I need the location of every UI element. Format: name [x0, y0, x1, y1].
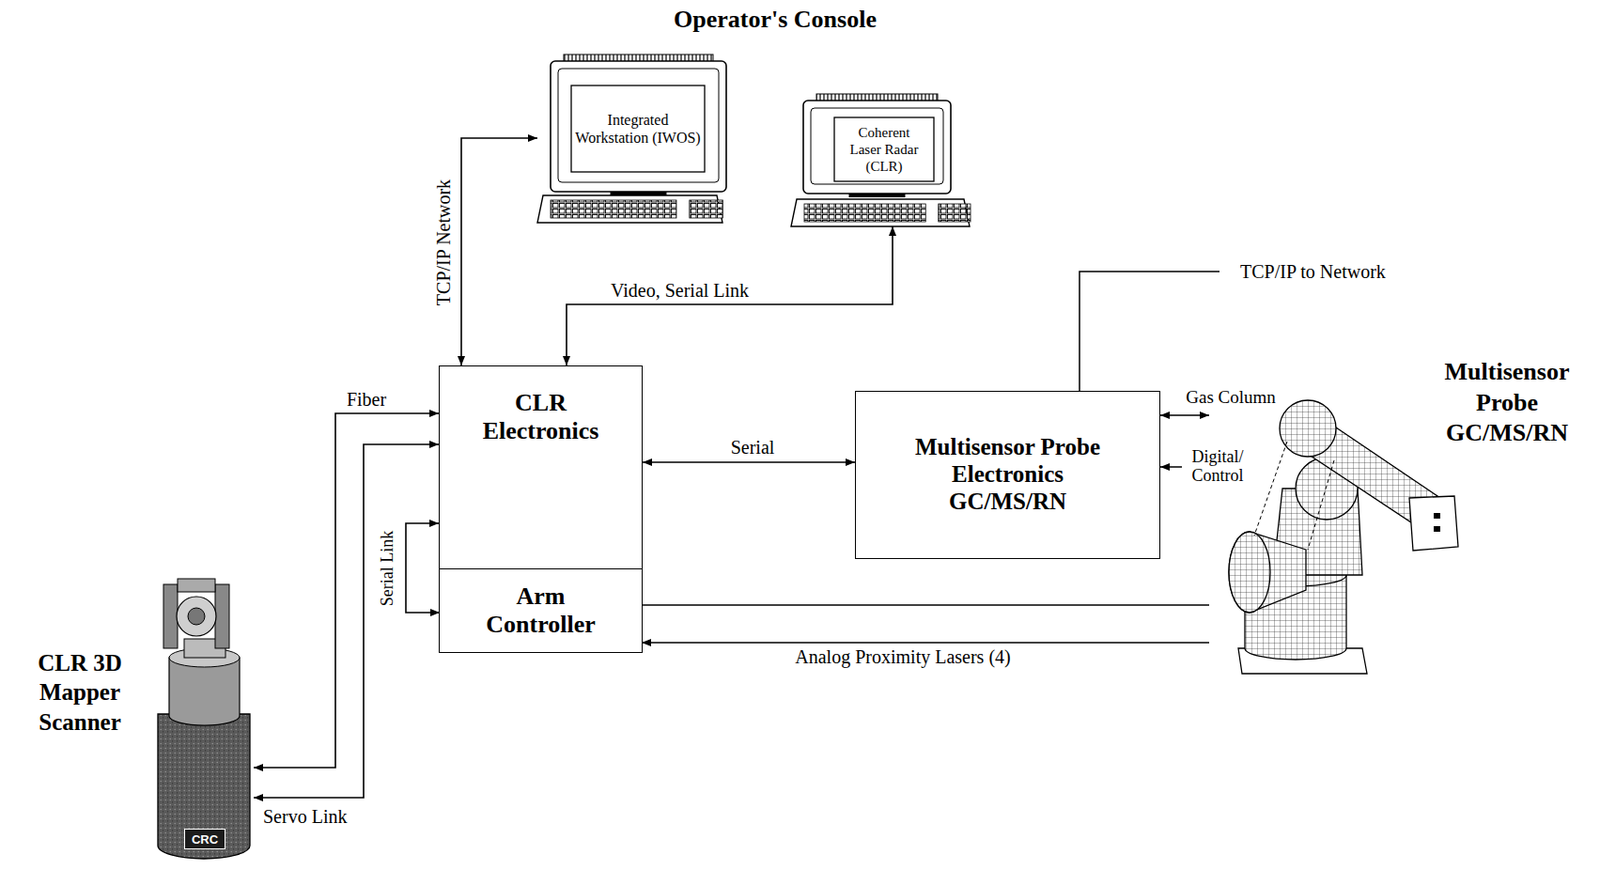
connector — [641, 641, 1210, 644]
network-line — [1079, 271, 1220, 391]
edge-label: Servo Link — [263, 806, 347, 827]
node-label: CLR 3D Mapper Scanner — [5, 648, 155, 737]
keyboard-keys — [804, 203, 926, 222]
monitor-bezel — [810, 108, 944, 185]
keypad — [938, 203, 971, 222]
node-label: Coherent Laser Radar (CLR) — [840, 117, 928, 182]
keyboard-keys — [550, 200, 677, 218]
cable-lines — [1254, 441, 1335, 550]
process-box: Multisensor Probe Electronics GC/MS/RN — [854, 390, 1161, 560]
connector — [405, 523, 440, 613]
process-box: CLR ElectronicsArm Controller — [438, 365, 643, 653]
connector — [642, 461, 855, 464]
node-label: CLR Electronics — [461, 388, 622, 446]
monitor-screen — [834, 117, 934, 182]
connector — [1160, 414, 1210, 417]
connector — [461, 138, 538, 366]
scanner-collar — [169, 657, 240, 726]
computer-terminal: Coherent Laser Radar (CLR) — [791, 98, 970, 227]
end-effector-port — [1433, 512, 1441, 519]
end-effector-port — [1433, 526, 1441, 532]
elbow-joint — [1279, 400, 1336, 457]
monitor-screen — [571, 85, 705, 172]
scan-mirror — [176, 596, 217, 637]
keyboard — [791, 199, 970, 227]
gimbal-plate — [163, 584, 178, 649]
sensor-face — [1228, 531, 1271, 613]
monitor-bezel — [558, 68, 719, 183]
gimbal-plate — [215, 584, 230, 649]
edge-label: Analog Proximity Lasers (4) — [794, 646, 1010, 668]
edge-label: Serial Link — [378, 530, 398, 606]
keyboard — [537, 195, 723, 223]
edge-label: Fiber — [346, 388, 387, 410]
edge-label: Digital/ Control — [1181, 448, 1254, 486]
node-label: Multisensor Probe Electronics GC/MS/RN — [890, 434, 1126, 515]
scanner-housing — [157, 714, 250, 859]
scan-lens — [187, 607, 205, 625]
node-label: Multisensor Probe GC/MS/RN — [1427, 357, 1587, 450]
sensor-cone — [1228, 531, 1306, 613]
node-label: Arm Controller — [466, 582, 617, 639]
end-effector — [1409, 496, 1459, 551]
monitor-frame — [550, 61, 727, 192]
connector — [253, 413, 439, 768]
diagram-title: Operator's Console — [673, 5, 877, 34]
monitor-stand — [849, 193, 906, 198]
computer-terminal: Integrated Workstation (IWOS) — [537, 59, 727, 223]
node-label: Integrated Workstation (IWOS) — [574, 85, 701, 172]
edge-label: TCP/IP Network — [433, 179, 454, 306]
connector — [566, 226, 893, 366]
keypad — [689, 200, 723, 218]
edge-label: Serial — [730, 436, 776, 458]
edge-label: Gas Column — [1183, 388, 1278, 408]
monitor-frame — [803, 100, 951, 194]
connector — [253, 444, 439, 798]
free-label: TCP/IP to Network — [1240, 261, 1386, 282]
scanner-unit: CLR 3D Mapper Scanner — [5, 574, 254, 867]
connector — [641, 604, 1210, 606]
gimbal-top — [177, 578, 216, 592]
edge-label: Video, Serial Link — [610, 279, 749, 301]
free-label: CRC — [184, 828, 226, 850]
process-box: Arm Controller — [439, 568, 642, 653]
